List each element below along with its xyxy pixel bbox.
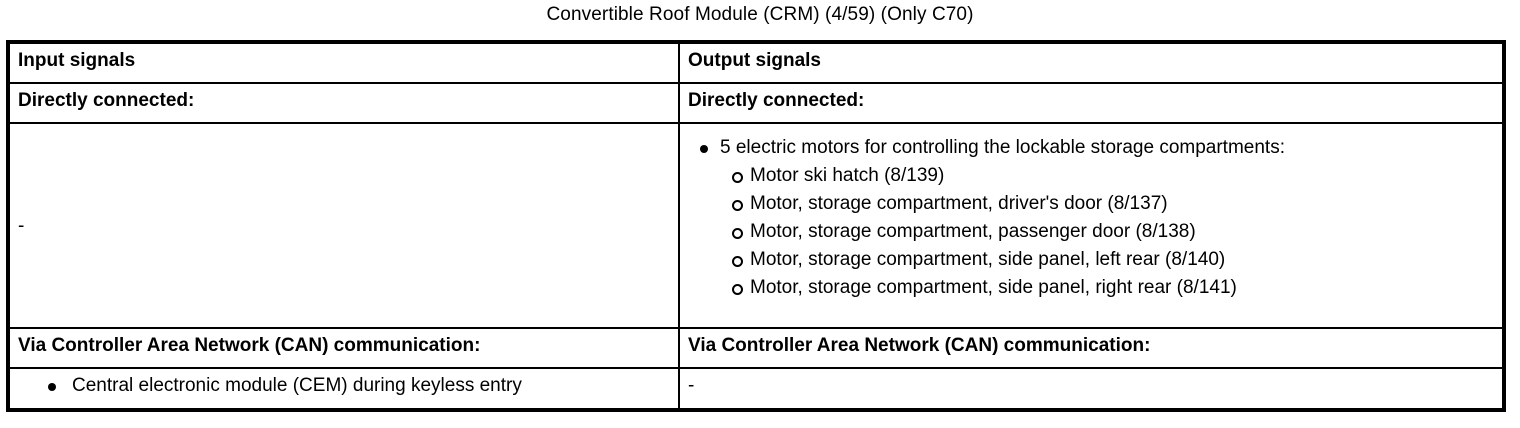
header-cell-output-signals: Output signals bbox=[678, 41, 1505, 84]
list-item: Motor, storage compartment, driver's doo… bbox=[688, 190, 1494, 218]
label-output-can-communication: Via Controller Area Network (CAN) commun… bbox=[688, 335, 1151, 356]
header-label-output-signals: Output signals bbox=[688, 50, 821, 71]
can-communication-label-row: Via Controller Area Network (CAN) commun… bbox=[7, 327, 1505, 369]
motor-sublist: Motor ski hatch (8/139) Motor, storage c… bbox=[688, 162, 1494, 302]
label-input-can-communication: Via Controller Area Network (CAN) commun… bbox=[18, 335, 481, 356]
label-input-directly-connected: Directly connected: bbox=[18, 90, 195, 111]
cell-output-can-content: - bbox=[678, 367, 1505, 411]
cell-output-can-label: Via Controller Area Network (CAN) commun… bbox=[678, 327, 1505, 369]
list-item: Motor ski hatch (8/139) bbox=[688, 162, 1494, 190]
list-item: Motor, storage compartment, side panel, … bbox=[688, 246, 1494, 274]
motor-list-block: 5 electric motors for controlling the lo… bbox=[680, 124, 1502, 310]
list-item: Motor, storage compartment, side panel, … bbox=[688, 274, 1494, 302]
cell-input-directly-connected-content: - bbox=[7, 122, 680, 329]
cell-output-directly-connected-label: Directly connected: bbox=[678, 82, 1505, 124]
page-title: Convertible Roof Module (CRM) (4/59) (On… bbox=[546, 4, 974, 25]
header-cell-input-signals: Input signals bbox=[7, 41, 680, 84]
directly-connected-label-row: Directly connected: Directly connected: bbox=[7, 82, 1505, 124]
list-item: Motor, storage compartment, passenger do… bbox=[688, 218, 1494, 246]
header-label-input-signals: Input signals bbox=[18, 50, 136, 71]
cell-input-can-content: Central electronic module (CEM) during k… bbox=[7, 367, 680, 411]
table-header-row: Input signals Output signals bbox=[7, 41, 1505, 84]
cell-input-can-label: Via Controller Area Network (CAN) commun… bbox=[7, 327, 680, 369]
list-item: 5 electric motors for controlling the lo… bbox=[688, 134, 1494, 162]
cell-input-directly-connected-label: Directly connected: bbox=[7, 82, 680, 124]
signal-table: Input signals Output signals Directly co… bbox=[6, 40, 1506, 412]
cell-output-directly-connected-content: 5 electric motors for controlling the lo… bbox=[678, 122, 1505, 329]
directly-connected-content-row: - 5 electric motors for controlling the … bbox=[7, 122, 1505, 329]
output-directly-connected-list: 5 electric motors for controlling the lo… bbox=[688, 134, 1494, 162]
input-can-list: Central electronic module (CEM) during k… bbox=[18, 373, 670, 399]
output-can-empty-dash: - bbox=[688, 375, 695, 396]
label-output-directly-connected: Directly connected: bbox=[688, 90, 865, 111]
cem-list-block: Central electronic module (CEM) during k… bbox=[10, 369, 678, 408]
can-communication-content-row: Central electronic module (CEM) during k… bbox=[7, 367, 1505, 411]
list-item: Central electronic module (CEM) during k… bbox=[18, 373, 670, 399]
input-directly-connected-empty-dash: - bbox=[18, 215, 25, 236]
